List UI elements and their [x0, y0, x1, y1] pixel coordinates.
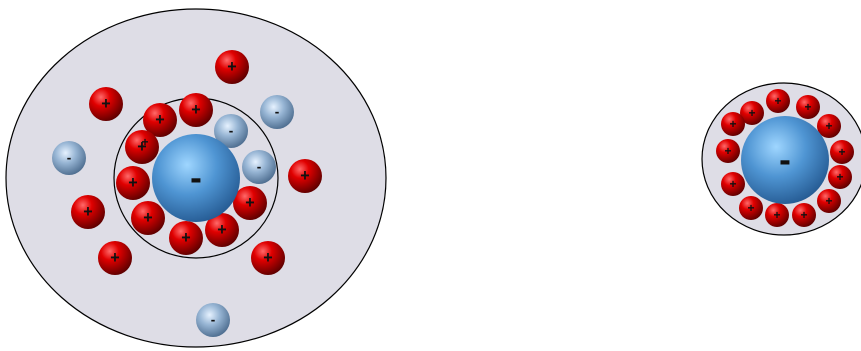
left-outer-anion-1: -: [260, 95, 294, 129]
right-shell-cation-7: +: [817, 189, 841, 213]
plus-sign: +: [263, 249, 272, 267]
minus-sign: -: [67, 151, 72, 166]
plus-sign: +: [181, 229, 190, 247]
plus-sign: +: [729, 177, 736, 191]
left-shell-cation-2: +: [179, 93, 213, 127]
plus-sign: +: [836, 170, 843, 184]
plus-sign: +: [748, 106, 755, 120]
plus-sign: +: [155, 111, 164, 129]
plus-sign: +: [217, 221, 226, 239]
left-outer-cation-2: +: [89, 87, 123, 121]
left-shell-cation-9: +: [141, 135, 148, 149]
plus-sign: +: [729, 117, 736, 131]
minus-sign: -: [211, 313, 216, 328]
plus-sign: +: [773, 208, 780, 222]
minus-sign: -: [275, 105, 280, 120]
left-shell-cation-6: +: [169, 221, 203, 255]
plus-sign: +: [110, 249, 119, 267]
left-shell-cation-5: +: [131, 201, 165, 235]
minus-sign: -: [190, 159, 202, 198]
left-cluster: ++++++++---+++++++---: [6, 9, 386, 347]
right-shell-cation-6: +: [828, 165, 852, 189]
plus-sign: +: [724, 144, 731, 158]
plus-sign: +: [747, 201, 754, 215]
plus-sign: +: [143, 209, 152, 227]
plus-sign: +: [141, 135, 148, 149]
minus-sign: -: [257, 160, 262, 175]
right-shell-cation-13: +: [721, 112, 745, 136]
right-cluster: + + + + + + + + + + + + + -: [702, 83, 861, 235]
plus-sign: +: [128, 174, 137, 192]
left-outer-cation-3: +: [288, 159, 322, 193]
left-shell-anion-2: -: [242, 150, 276, 184]
left-outer-anion-3: -: [196, 303, 230, 337]
right-shell-cation-8: +: [792, 203, 816, 227]
plus-sign: +: [101, 95, 110, 113]
minus-sign: -: [229, 124, 234, 139]
right-shell-cation-5: +: [830, 140, 854, 164]
plus-sign: +: [825, 194, 832, 208]
plus-sign: +: [774, 94, 781, 108]
left-shell-cation-8: +: [233, 186, 267, 220]
right-shell-cation-10: +: [739, 196, 763, 220]
plus-sign: +: [191, 101, 200, 119]
right-shell-cation-12: +: [716, 139, 740, 163]
right-shell-cation-3: +: [796, 95, 820, 119]
plus-sign: +: [825, 119, 832, 133]
left-outer-cation-4: +: [71, 195, 105, 229]
plus-sign: +: [838, 145, 845, 159]
left-outer-cation-5: +: [251, 241, 285, 275]
minus-sign: -: [779, 141, 791, 180]
right-center-anion: -: [741, 116, 829, 204]
plus-sign: +: [300, 167, 309, 185]
left-outer-anion-2: -: [52, 141, 86, 175]
plus-sign: +: [227, 58, 236, 76]
left-outer-cation-1: +: [215, 50, 249, 84]
right-shell-cation-2: +: [766, 89, 790, 113]
left-shell-cation-4: +: [116, 166, 150, 200]
left-outer-cation-6: +: [98, 241, 132, 275]
right-shell-cation-11: +: [721, 172, 745, 196]
right-shell-cation-9: +: [765, 203, 789, 227]
plus-sign: +: [800, 208, 807, 222]
left-center-anion: -: [152, 134, 240, 222]
plus-sign: +: [804, 100, 811, 114]
plus-sign: +: [245, 194, 254, 212]
plus-sign: +: [83, 203, 92, 221]
